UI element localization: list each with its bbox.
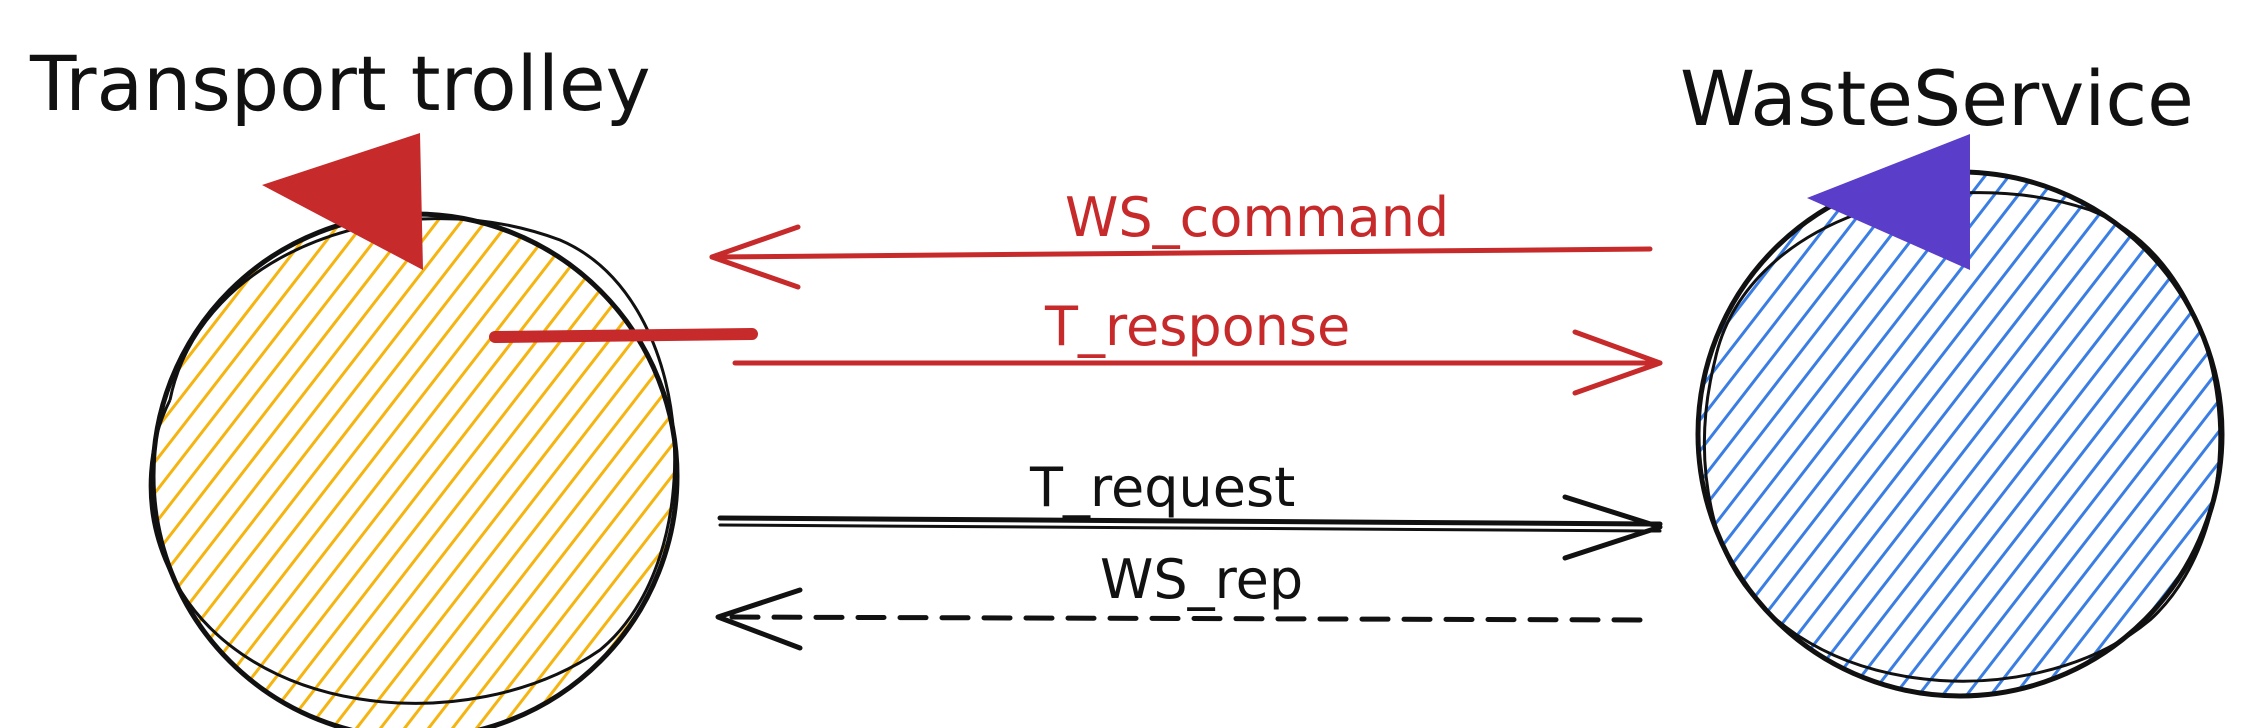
hatch-stroke <box>395 214 677 728</box>
hatch-stroke <box>153 214 301 728</box>
hatch-stroke <box>467 214 677 728</box>
trolley-port-bar <box>489 328 758 343</box>
edge-ws-rep: WS_rep <box>715 548 1643 651</box>
hatch-stroke <box>153 214 157 728</box>
hatch-stroke <box>153 214 493 728</box>
ws-rep-label: WS_rep <box>1100 548 1303 611</box>
t-request-arrowhead <box>1562 494 1663 561</box>
hatch-stroke <box>1724 172 2134 696</box>
hatch-stroke <box>1940 172 2222 696</box>
hatch-stroke <box>347 214 677 728</box>
hatch-stroke <box>0 214 83 728</box>
hatch-stroke <box>0 214 35 728</box>
hatch-stroke <box>179 214 589 728</box>
hatch-stroke <box>1772 172 2182 696</box>
hatch-stroke <box>491 214 677 728</box>
hatch-stroke <box>1698 172 1870 696</box>
hatch-stroke <box>153 214 373 728</box>
t-request-label: T_request <box>1029 456 1295 519</box>
hatch-stroke <box>1700 172 2110 696</box>
hatch-stroke <box>153 214 253 728</box>
hatch-stroke <box>1698 172 2014 696</box>
hatch-stroke <box>153 214 397 728</box>
hatch-stroke <box>1892 172 2222 696</box>
ws-command-label: WS_command <box>1065 186 1449 249</box>
hatch-stroke <box>1698 172 1990 696</box>
hatch-stroke <box>2036 172 2222 696</box>
wasteservice-node: WasteService <box>1680 54 2225 699</box>
edge-ws-command: WS_command <box>709 186 1653 290</box>
edge-t-response: T_response <box>732 295 1663 396</box>
hatch-stroke <box>2084 172 2222 696</box>
trolley-label: Transport trolley <box>29 39 651 128</box>
hatch-stroke <box>251 214 661 728</box>
hatch-stroke <box>153 214 445 728</box>
hatch-stroke <box>419 214 677 728</box>
wasteservice-marker <box>1807 134 1970 270</box>
hatch-stroke <box>2108 172 2222 696</box>
edge-t-request: T_request <box>717 456 1663 561</box>
hatch-stroke <box>1698 172 1918 696</box>
hatch-stroke <box>155 214 565 728</box>
hatch-stroke <box>0 214 131 728</box>
ws-command-arrowhead <box>709 224 801 290</box>
hatch-stroke <box>1796 172 2206 696</box>
hatch-stroke <box>2204 172 2222 696</box>
ws-rep-arrowhead <box>715 587 803 651</box>
hatch-stroke <box>1698 172 1966 696</box>
t-request-line-sketch <box>718 523 1662 533</box>
hatch-stroke <box>2060 172 2222 696</box>
t-response-label: T_response <box>1044 295 1350 358</box>
hatch-stroke <box>1698 172 1894 696</box>
hatch-stroke <box>153 214 469 728</box>
t-response-arrowhead <box>1572 329 1663 396</box>
hatch-stroke <box>203 214 613 728</box>
hatch-stroke <box>515 214 677 728</box>
hatch-stroke <box>153 214 421 728</box>
hatch-stroke <box>153 214 229 728</box>
hatch-stroke <box>227 214 637 728</box>
hatch-stroke <box>443 214 677 728</box>
hatch-stroke <box>0 214 107 728</box>
hatch-stroke <box>2156 172 2222 696</box>
trolley-hatch-fill <box>0 214 677 728</box>
trolley-node: Transport trolley <box>0 39 758 728</box>
hatch-stroke <box>0 214 59 728</box>
hatch-stroke <box>1748 172 2158 696</box>
ws-rep-line <box>717 614 1643 623</box>
hatch-stroke <box>371 214 677 728</box>
hatch-stroke <box>153 214 325 728</box>
hatch-stroke <box>1916 172 2222 696</box>
wasteservice-label: WasteService <box>1680 54 2194 143</box>
hatch-stroke <box>1698 172 1942 696</box>
hatch-stroke <box>1988 172 2222 696</box>
hatch-stroke <box>659 214 677 728</box>
t-request-line <box>717 515 1663 527</box>
hatch-stroke <box>2012 172 2222 696</box>
hatch-stroke <box>153 214 349 728</box>
hatch-stroke <box>587 214 677 728</box>
ws-command-line <box>709 246 1653 260</box>
hatch-stroke <box>1964 172 2222 696</box>
hatch-stroke <box>635 214 677 728</box>
trolley-marker <box>262 133 423 270</box>
